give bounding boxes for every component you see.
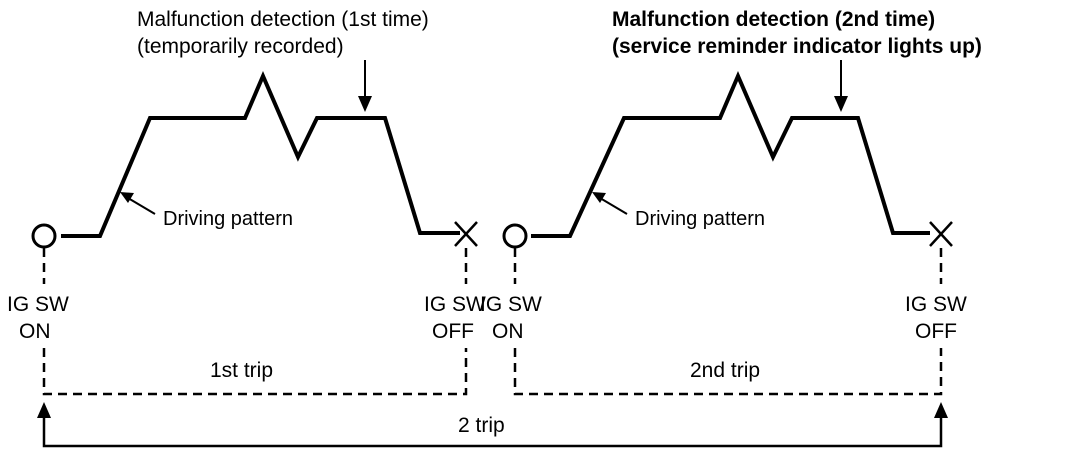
trip-2-detection-arrow: [834, 60, 848, 112]
trip-1-detection-title: Malfunction detection (1st time): [137, 8, 429, 31]
trip-2-ig-off-label: IG SW: [905, 293, 967, 316]
trip-2-ig-off-marker: [929, 221, 953, 247]
trip-1-label: 1st trip: [210, 359, 273, 382]
trip-2-ig-off-state: OFF: [915, 320, 957, 343]
trip-1-ig-on-label: IG SW: [7, 293, 69, 316]
two-trip-right-arrowhead: [934, 402, 948, 418]
trip-1-ig-off-marker: [454, 221, 478, 247]
trip-1-pattern-pointer: [120, 192, 156, 215]
trip-2-pattern-label: Driving pattern: [635, 208, 765, 230]
trip-2-detection-title: Malfunction detection (2nd time): [612, 8, 935, 31]
trip-2-driving-profile: [531, 70, 930, 238]
trip-1-ig-off-state: OFF: [432, 320, 474, 343]
trip-1-detection-note: (temporarily recorded): [137, 35, 344, 58]
two-trip-bracket: [42, 418, 943, 448]
trip-1-detection-arrow: [358, 60, 372, 112]
two-trip-span: 2 trip: [37, 402, 948, 448]
two-trip-label: 2 trip: [458, 414, 505, 437]
trip-2-ig-on-state: ON: [492, 320, 524, 343]
trip-1-driving-profile: [61, 70, 460, 238]
trip-1-ig-on-state: ON: [19, 320, 51, 343]
trip-1-ig-on-marker: [31, 223, 57, 249]
two-trip-left-arrowhead: [37, 402, 51, 418]
trip-2: Malfunction detection (2nd time) (servic…: [480, 8, 982, 396]
trip-1-ig-off-label: IG SW: [424, 293, 486, 316]
trip-2-bracket: [513, 348, 943, 396]
trip-2-ig-on-marker: [502, 223, 528, 249]
trip-1-pattern-label: Driving pattern: [163, 208, 293, 230]
trip-1: Malfunction detection (1st time) (tempor…: [7, 8, 486, 396]
trip-1-bracket: [42, 348, 468, 396]
trip-2-ig-on-label: IG SW: [480, 293, 542, 316]
trip-2-detection-note: (service reminder indicator lights up): [612, 35, 982, 58]
trip-2-label: 2nd trip: [690, 359, 760, 382]
trip-2-pattern-pointer: [592, 192, 628, 215]
